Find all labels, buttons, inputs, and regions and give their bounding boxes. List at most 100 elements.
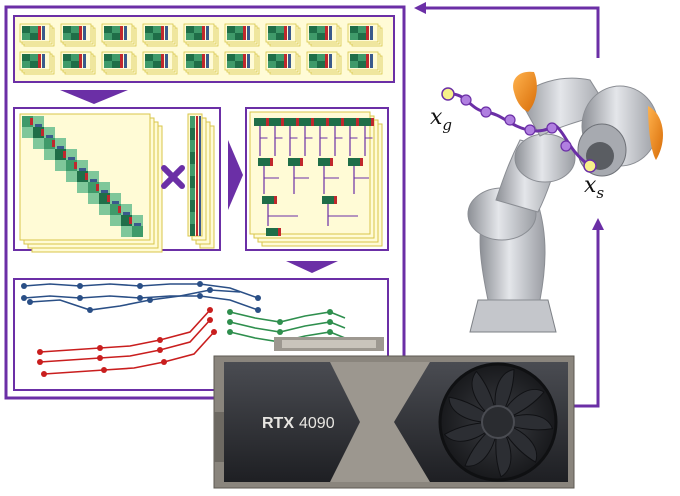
diagonal-block (121, 215, 132, 226)
lower-block (44, 149, 55, 160)
gpu-illustration (213, 337, 575, 489)
waypoint (97, 355, 103, 361)
waypoint (137, 283, 143, 289)
arrow-down-icon (60, 90, 128, 104)
waypoint (227, 319, 233, 325)
batch-block (183, 51, 219, 75)
diagonal-block (77, 171, 88, 182)
lower-block (110, 215, 121, 226)
waypoint (207, 287, 213, 293)
reduction-node (266, 228, 278, 236)
waypoint (147, 297, 153, 303)
batch-block (224, 23, 260, 47)
path-waypoint (560, 140, 572, 152)
waypoint (77, 295, 83, 301)
diagonal-block (66, 160, 77, 171)
upper-block (88, 171, 99, 182)
batch-block (265, 51, 301, 75)
batch-block (306, 23, 342, 47)
batch-block (183, 23, 219, 47)
reduction-node (288, 158, 300, 166)
reduction-node (258, 158, 270, 166)
batch-block (142, 23, 178, 47)
batch-block (60, 51, 96, 75)
waypoint (277, 319, 283, 325)
batch-block (224, 51, 260, 75)
lower-block (22, 127, 33, 138)
upper-block (44, 127, 55, 138)
reduction-node (254, 118, 266, 126)
batch-block (347, 51, 383, 75)
waypoint (77, 283, 83, 289)
reduction-node (299, 118, 311, 126)
feedback-arrow-top (414, 1, 600, 58)
waypoint (37, 349, 43, 355)
trajectory (37, 317, 213, 365)
waypoint (327, 309, 333, 315)
lower-block (33, 138, 44, 149)
trajectory (227, 309, 346, 325)
waypoint (137, 295, 143, 301)
waypoint (327, 329, 333, 335)
reduction-node (318, 158, 330, 166)
diagonal-block (33, 127, 44, 138)
diagonal-block (99, 193, 110, 204)
trajectory (21, 281, 261, 301)
diagonal-block (55, 149, 66, 160)
reduction-node (348, 158, 360, 166)
trajectory (27, 287, 241, 313)
reduction-node (314, 118, 326, 126)
waypoint (157, 347, 163, 353)
arrow-right-icon (228, 140, 243, 210)
lower-block (88, 193, 99, 204)
goal-point (441, 87, 455, 101)
multiply-icon (161, 165, 185, 189)
waypoint (157, 337, 163, 343)
batch-block (19, 51, 55, 75)
reduction-node (359, 118, 371, 126)
batch-block (60, 23, 96, 47)
lower-block (121, 226, 132, 237)
upper-block (77, 160, 88, 171)
waypoint (101, 367, 107, 373)
diagonal-block (22, 116, 33, 127)
waypoint (97, 345, 103, 351)
waypoint (255, 307, 261, 313)
path-waypoint (504, 114, 516, 126)
diagonal-block (88, 182, 99, 193)
batch-block (142, 51, 178, 75)
trajectory (37, 307, 213, 355)
trajectory (41, 329, 217, 377)
path-waypoint (480, 106, 492, 118)
trajectory (21, 293, 261, 313)
upper-block (66, 149, 77, 160)
diagonal-block (44, 138, 55, 149)
path-waypoint (546, 122, 558, 134)
waypoint (255, 295, 261, 301)
pipeline-frame (4, 5, 406, 400)
upper-block (55, 138, 66, 149)
waypoint (161, 359, 167, 365)
lower-block (77, 182, 88, 193)
waypoint (327, 319, 333, 325)
reduction-node (322, 196, 334, 204)
upper-block (33, 116, 44, 127)
lower-block (66, 171, 77, 182)
upper-block (99, 182, 110, 193)
waypoint (207, 317, 213, 323)
waypoint (227, 329, 233, 335)
diagonal-block (110, 204, 121, 215)
path-waypoint (524, 124, 536, 136)
reduction-node (329, 118, 341, 126)
upper-block (132, 215, 143, 226)
robot-arm-illustration (467, 71, 663, 333)
reduction-node (344, 118, 356, 126)
upper-block (110, 193, 121, 204)
reduction-node (262, 196, 274, 204)
start-label: xs (584, 173, 604, 202)
batch-block (347, 23, 383, 47)
matrix-panel (13, 107, 221, 253)
goal-label: xg (430, 105, 452, 134)
